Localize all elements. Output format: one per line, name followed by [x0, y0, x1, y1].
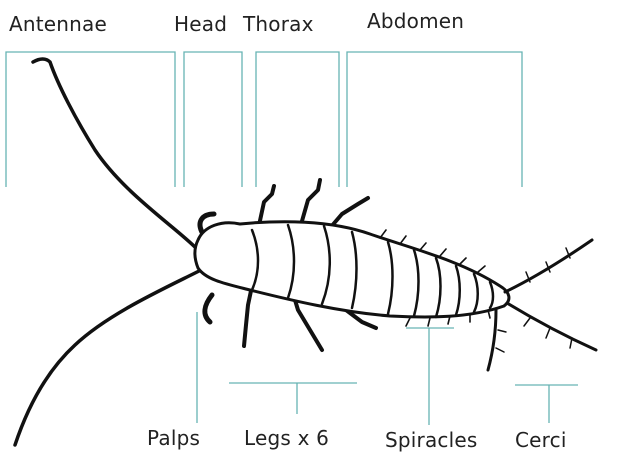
label-antennae: Antennae — [9, 14, 107, 34]
silverfish-drawing — [15, 59, 596, 445]
abdomen-bracket — [347, 52, 522, 187]
leg-lower-1 — [244, 286, 252, 346]
thorax-bracket — [256, 52, 339, 187]
label-palps: Palps — [147, 428, 200, 448]
lower-cercus — [488, 310, 496, 370]
upper-cercus — [505, 240, 592, 292]
label-abdomen: Abdomen — [367, 11, 464, 31]
label-thorax: Thorax — [243, 14, 314, 34]
lower-palp — [205, 295, 212, 322]
label-cerci: Cerci — [515, 430, 567, 450]
middle-cercus — [507, 303, 596, 350]
leg-upper-3 — [330, 198, 368, 228]
label-head: Head — [174, 14, 227, 34]
antennae-bracket — [6, 52, 175, 187]
lower-antenna — [15, 268, 205, 445]
head-bracket — [184, 52, 242, 187]
label-legs: Legs x 6 — [244, 428, 329, 448]
label-spiracles: Spiracles — [385, 430, 478, 450]
